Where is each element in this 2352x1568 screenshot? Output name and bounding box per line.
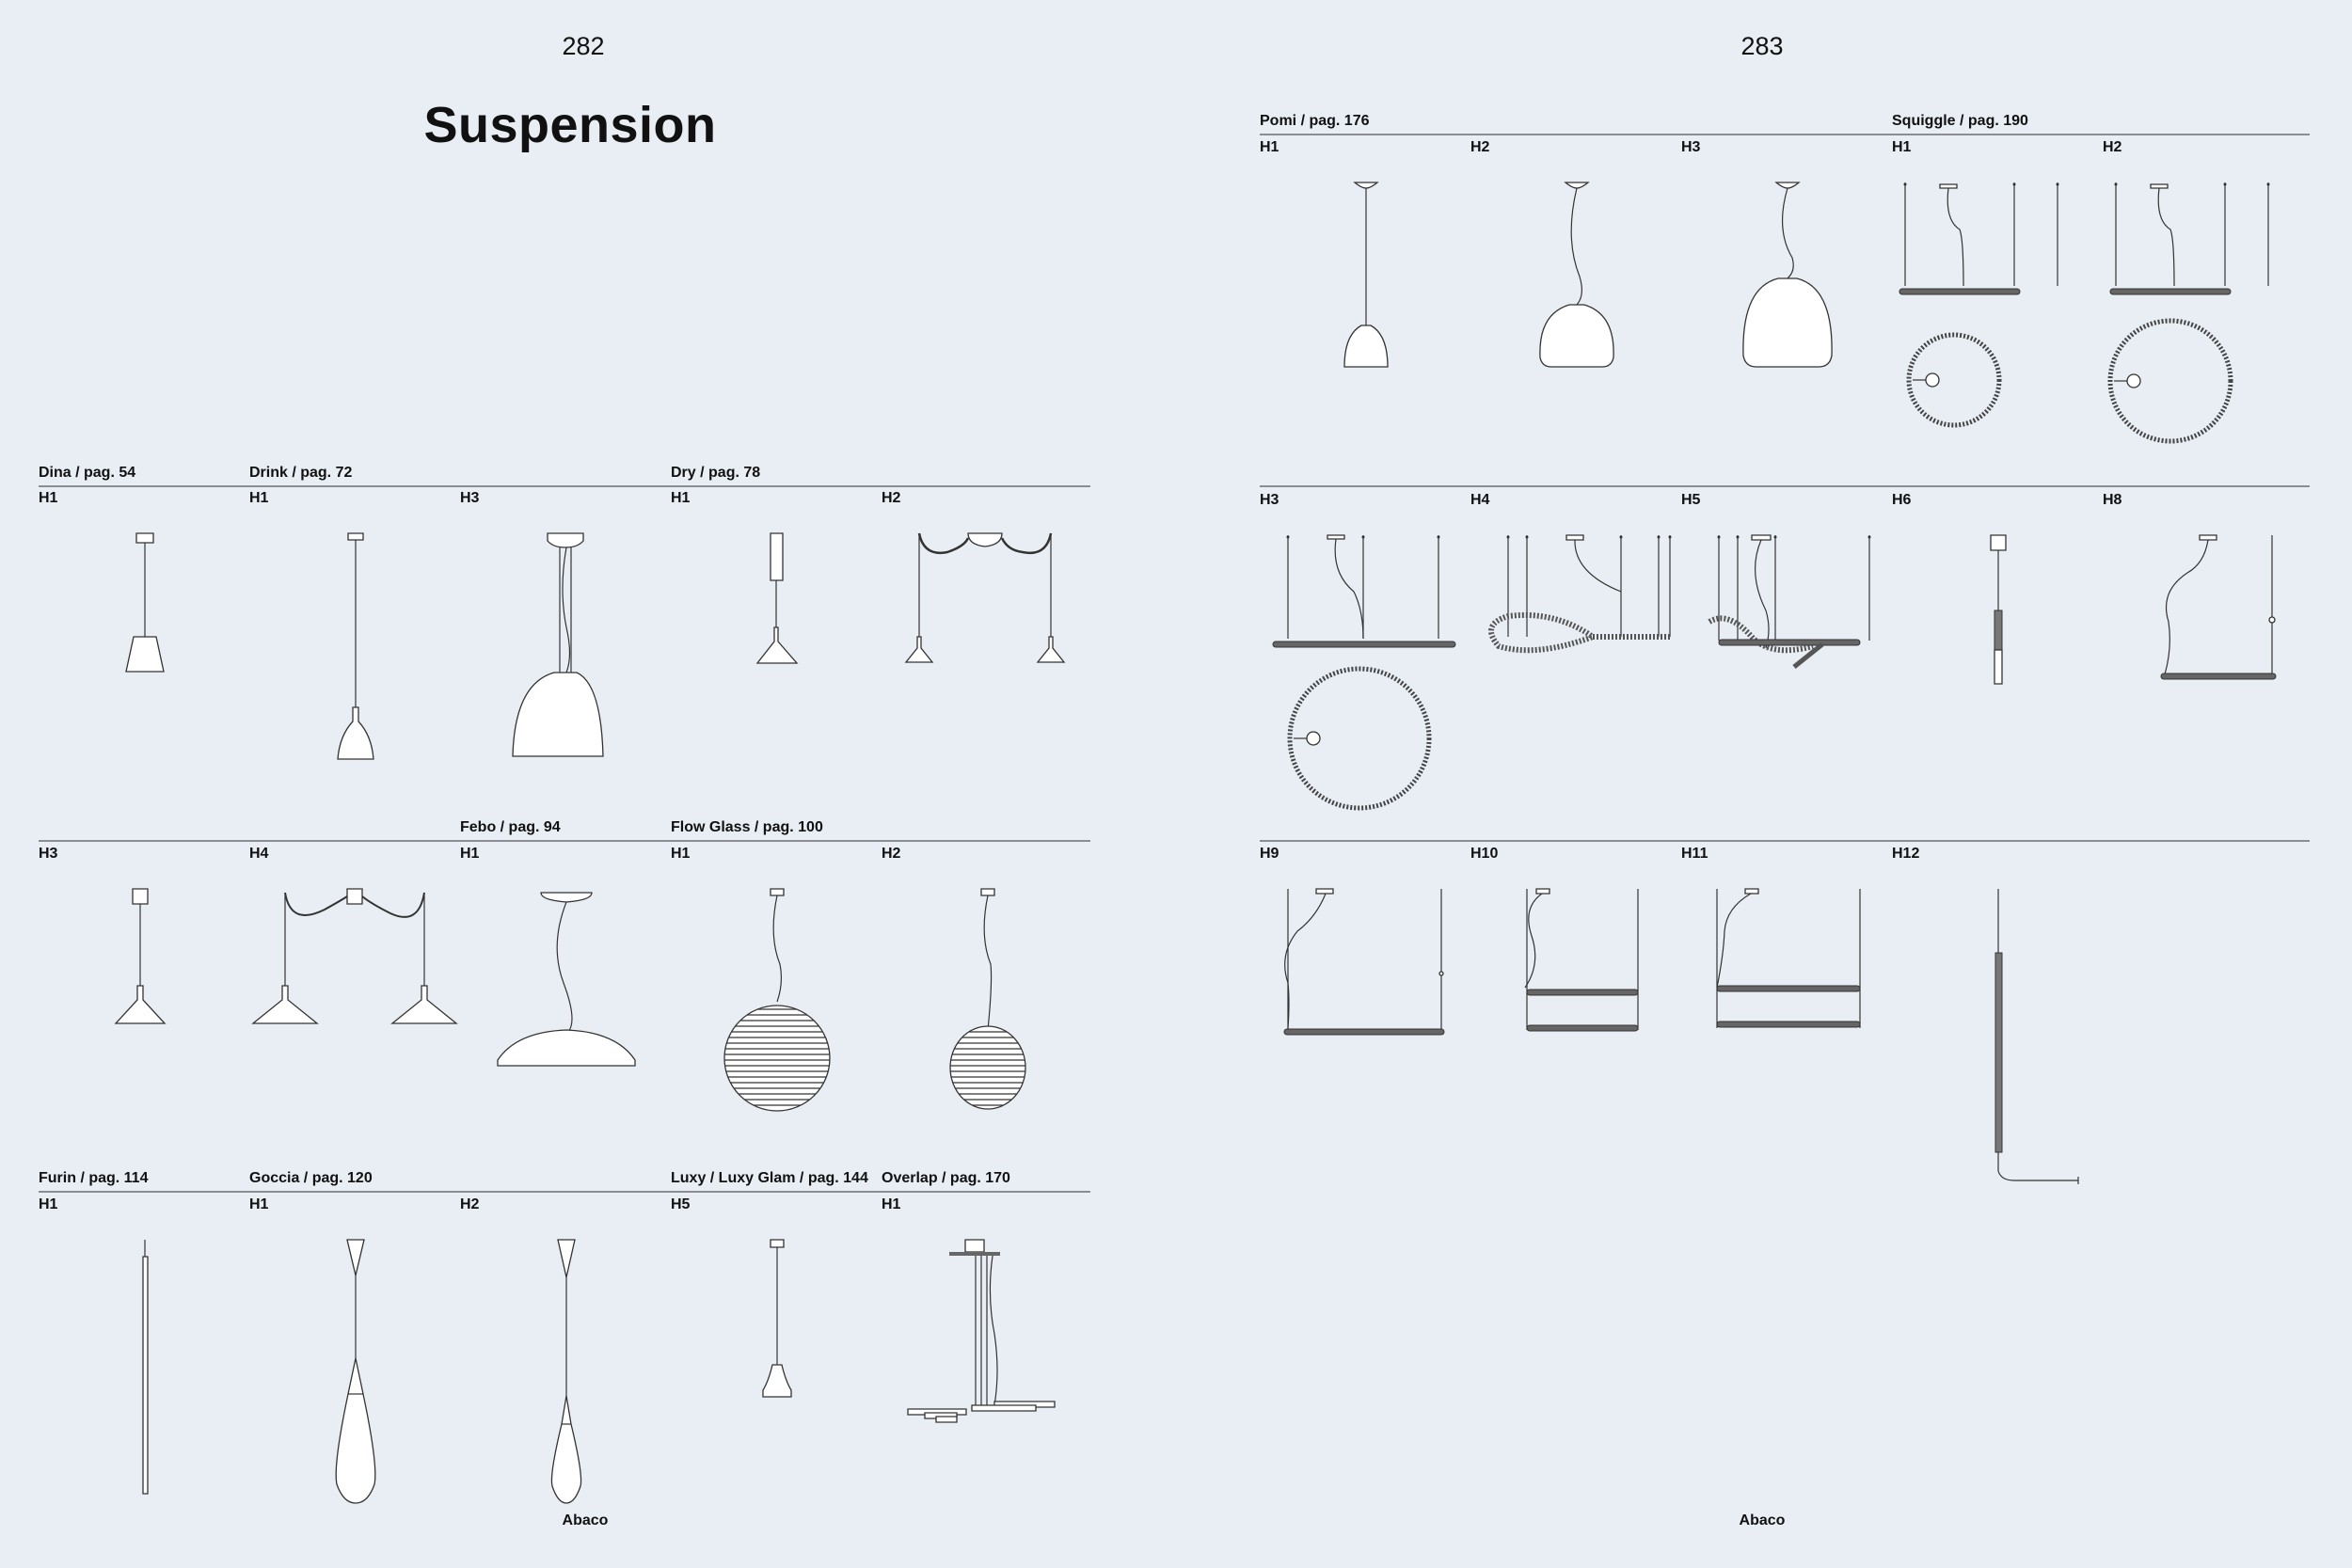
double-trumpet-square-drawing[interactable] (249, 889, 460, 1199)
squiggle-double-b-drawing[interactable] (1681, 889, 1892, 1199)
product-family-heading[interactable]: Dina / pag. 54 (39, 465, 136, 481)
squiggle-linear-wide-drawing[interactable] (1260, 889, 1470, 1199)
variant-label: H3 (39, 846, 58, 862)
rod-drawing[interactable] (39, 1240, 249, 1550)
dome-pendant-drawing[interactable] (460, 889, 671, 1199)
variant-label: H1 (1892, 139, 1912, 155)
variant-label: H4 (249, 846, 269, 862)
variant-label: H10 (1470, 846, 1499, 862)
small-bell-pendant-drawing[interactable] (671, 1240, 882, 1550)
product-family-heading[interactable]: Drink / pag. 72 (249, 465, 353, 481)
trumpet-pendant-square-drawing[interactable] (39, 889, 249, 1199)
page-number-right: 283 (1740, 32, 1784, 60)
variant-label: H1 (39, 1196, 58, 1212)
variant-label: H12 (1892, 846, 1920, 862)
variant-label: H2 (882, 846, 901, 862)
globe-large-drawing[interactable] (671, 889, 882, 1199)
variant-label: H1 (460, 846, 480, 862)
variant-label: H2 (1470, 139, 1490, 155)
section-divider (1260, 134, 2310, 135)
variant-label: H4 (1470, 492, 1490, 508)
footer-right: Abaco (1739, 1513, 1786, 1528)
drop-large-drawing[interactable] (249, 1240, 460, 1550)
squiggle-bar-ring-small-drawing[interactable] (1892, 182, 2103, 493)
squiggle-floor-vertical-drawing[interactable] (1892, 889, 2103, 1199)
squiggle-bar-ring-xl-drawing[interactable] (1260, 535, 1470, 846)
squiggle-double-drawing[interactable] (1470, 889, 1681, 1199)
variant-label: H3 (1681, 139, 1701, 155)
variant-label: H1 (249, 490, 269, 506)
product-family-heading[interactable]: Squiggle / pag. 190 (1892, 113, 2028, 129)
double-trumpet-pendant-drawing[interactable] (882, 533, 1092, 844)
variant-label: H3 (1260, 492, 1279, 508)
product-family-heading[interactable]: Pomi / pag. 176 (1260, 113, 1370, 129)
page-number-left: 282 (562, 32, 605, 60)
product-family-heading[interactable]: Febo / pag. 94 (460, 819, 561, 835)
pomi-small-drawing[interactable] (1260, 182, 1470, 493)
variant-label: H1 (249, 1196, 269, 1212)
product-family-heading[interactable]: Goccia / pag. 120 (249, 1170, 373, 1186)
squiggle-bar-ring-large-drawing[interactable] (2103, 182, 2313, 493)
product-family-heading[interactable]: Flow Glass / pag. 100 (671, 819, 823, 835)
product-family-heading[interactable]: Luxy / Luxy Glam / pag. 144 (671, 1170, 868, 1186)
section-divider (1260, 485, 2310, 487)
variant-label: H2 (460, 1196, 480, 1212)
pomi-medium-drawing[interactable] (1470, 182, 1681, 493)
page-title: Suspension (423, 97, 717, 153)
cone-pendant-drawing[interactable] (39, 533, 249, 844)
large-bell-pendant-drawing[interactable] (460, 533, 671, 844)
squiggle-loop-drawing[interactable] (1470, 535, 1681, 846)
section-divider (39, 1191, 1090, 1193)
variant-label: H3 (460, 490, 480, 506)
variant-label: H1 (671, 490, 691, 506)
product-family-heading[interactable]: Overlap / pag. 170 (882, 1170, 1010, 1186)
section-divider (39, 485, 1090, 487)
product-family-heading[interactable]: Furin / pag. 114 (39, 1170, 149, 1186)
pomi-large-drawing[interactable] (1681, 182, 1892, 493)
squiggle-linear-drawing[interactable] (2103, 535, 2313, 846)
variant-label: H8 (2103, 492, 2122, 508)
overlap-panels-drawing[interactable] (882, 1240, 1092, 1550)
variant-label: H1 (1260, 139, 1279, 155)
variant-label: H5 (1681, 492, 1701, 508)
variant-label: H1 (39, 490, 58, 506)
section-divider (39, 840, 1090, 842)
globe-small-drawing[interactable] (882, 889, 1092, 1199)
variant-label: H1 (882, 1196, 901, 1212)
squiggle-hook-drawing[interactable] (1681, 535, 1892, 846)
variant-label: H2 (882, 490, 901, 506)
variant-label: H9 (1260, 846, 1279, 862)
variant-label: H1 (671, 846, 691, 862)
variant-label: H5 (671, 1196, 691, 1212)
footer-left: Abaco (562, 1513, 609, 1528)
variant-label: H2 (2103, 139, 2122, 155)
bottle-pendant-drawing[interactable] (249, 533, 460, 844)
section-divider (1260, 840, 2310, 842)
variant-label: H6 (1892, 492, 1912, 508)
drop-small-drawing[interactable] (460, 1240, 671, 1550)
squiggle-vertical-drawing[interactable] (1892, 535, 2103, 846)
product-family-heading[interactable]: Dry / pag. 78 (671, 465, 761, 481)
variant-label: H11 (1681, 846, 1708, 862)
trumpet-pendant-drawing[interactable] (671, 533, 882, 844)
